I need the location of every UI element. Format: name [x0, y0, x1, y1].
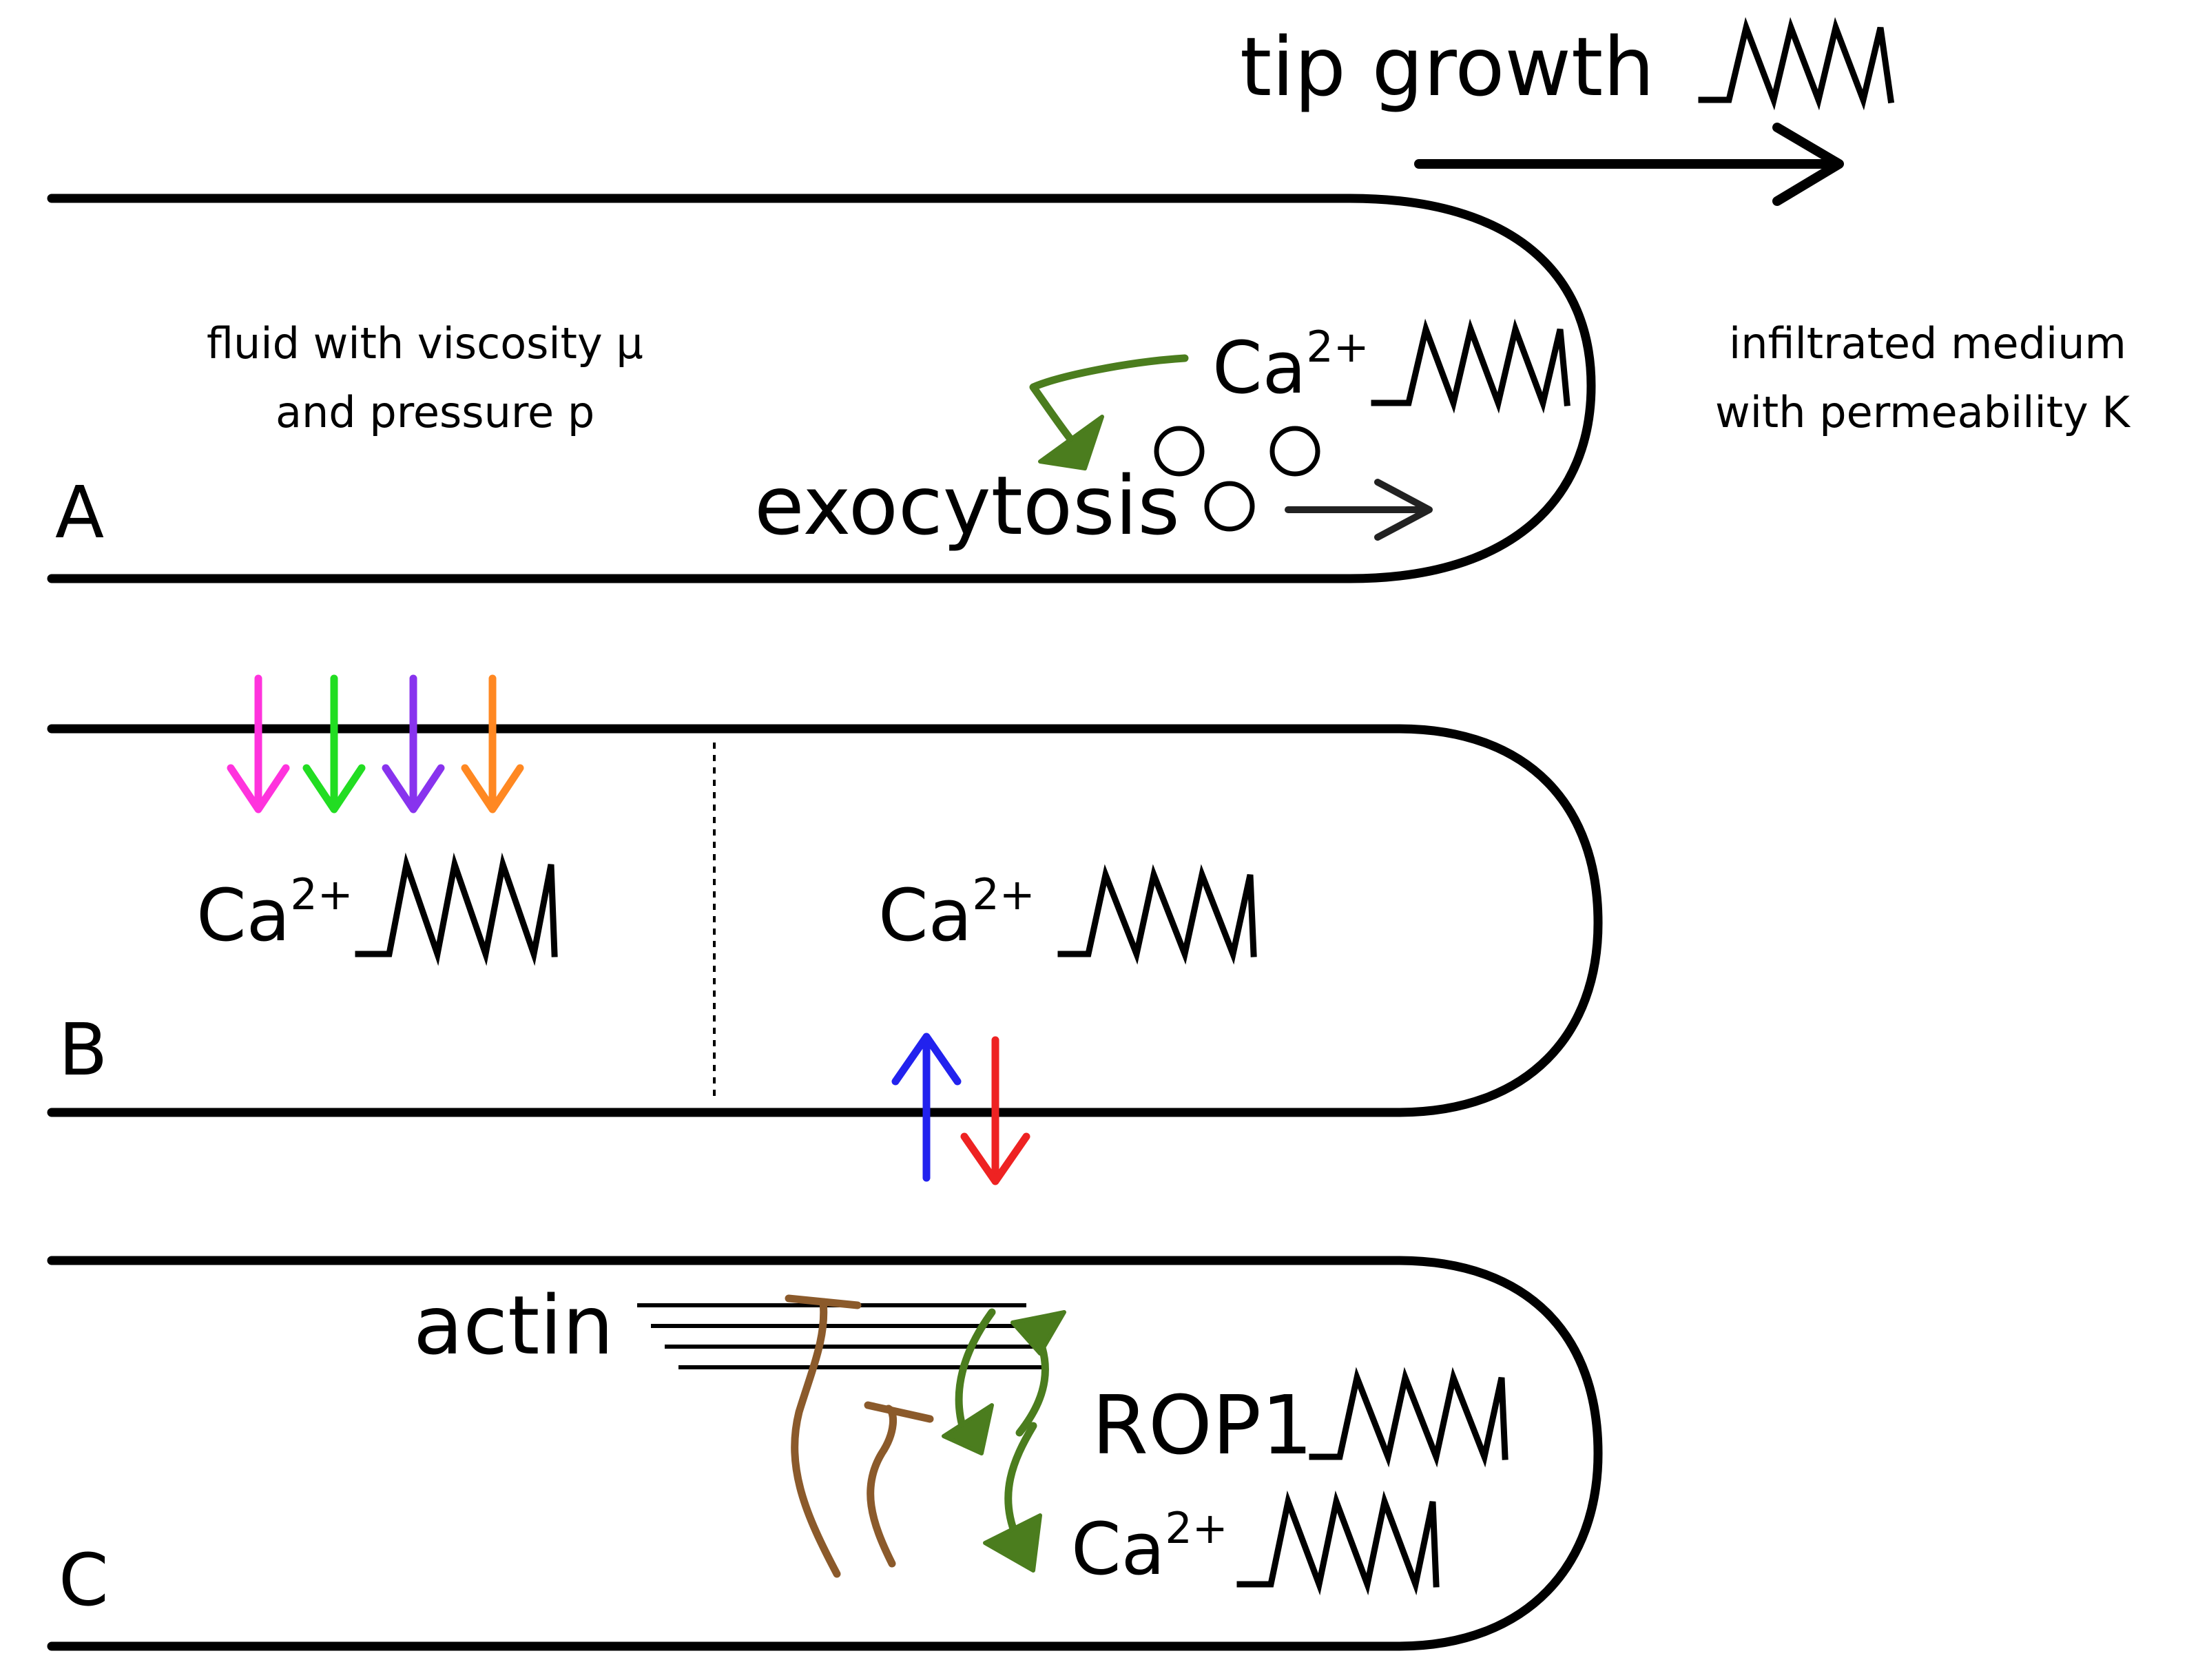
- influx-arrow-purple: [382, 674, 445, 813]
- influx-arrow-orange: [461, 674, 524, 813]
- influx-arrow-magenta: [227, 674, 290, 813]
- influx-arrow-green: [302, 674, 366, 813]
- rop1-oscillation-icon: [1309, 1367, 1508, 1468]
- panel-a-calcium-label: Ca2+: [1212, 322, 1369, 410]
- tip-growth-oscillation-icon: [1698, 17, 1895, 111]
- vesicle-circle-icon: [1204, 481, 1255, 532]
- panel-a-letter: A: [55, 470, 104, 554]
- medium-label-line1: infiltrated medium: [1729, 318, 2126, 369]
- panel-c-calcium-label: Ca2+: [1071, 1503, 1228, 1591]
- inhibitor-brown-right: [864, 1401, 934, 1568]
- tip-growth-arrow: [1414, 123, 1844, 206]
- efflux-arrow-blue: [891, 1033, 962, 1182]
- rop1-actin-feedback-arrows: [942, 1308, 1066, 1455]
- rop1-to-calcium-arrow: [983, 1422, 1042, 1573]
- panel-b-calcium-left-label: Ca2+: [196, 869, 353, 957]
- vesicle-circle-icon: [1154, 426, 1205, 477]
- ca-to-exocytosis-arrow: [1029, 354, 1189, 470]
- panel-b-tube-outline: [47, 724, 1603, 1117]
- panel-a-tube-outline: [47, 194, 1596, 583]
- panel-b-left-oscillation-icon: [355, 852, 558, 966]
- panel-b-calcium-right-label: Ca2+: [878, 869, 1035, 957]
- panel-c-letter: C: [59, 1538, 109, 1622]
- inhibitor-brown-left: [785, 1294, 862, 1578]
- exocytosis-label: exocytosis: [754, 458, 1180, 553]
- panel-c-oscillation-icon: [1236, 1490, 1440, 1596]
- panel-a-oscillation-icon: [1371, 318, 1570, 414]
- tip-growth-label: tip growth: [1240, 19, 1655, 114]
- actin-label: actin: [413, 1278, 614, 1373]
- rop1-label: ROP1: [1092, 1378, 1313, 1473]
- panel-b-right-oscillation-icon: [1057, 864, 1257, 965]
- fluid-label-line2: and pressure p: [276, 387, 594, 437]
- panel-c-tube-outline: [47, 1256, 1603, 1651]
- influx-arrow-red: [960, 1036, 1030, 1185]
- medium-label-line2: with permeability K: [1715, 387, 2130, 437]
- vesicle-movement-arrow: [1285, 479, 1433, 541]
- fluid-label-line1: fluid with viscosity μ: [207, 318, 643, 369]
- vesicle-circle-icon: [1269, 426, 1320, 477]
- panel-b-letter: B: [59, 1008, 107, 1092]
- actin-filaments: [637, 1303, 1047, 1369]
